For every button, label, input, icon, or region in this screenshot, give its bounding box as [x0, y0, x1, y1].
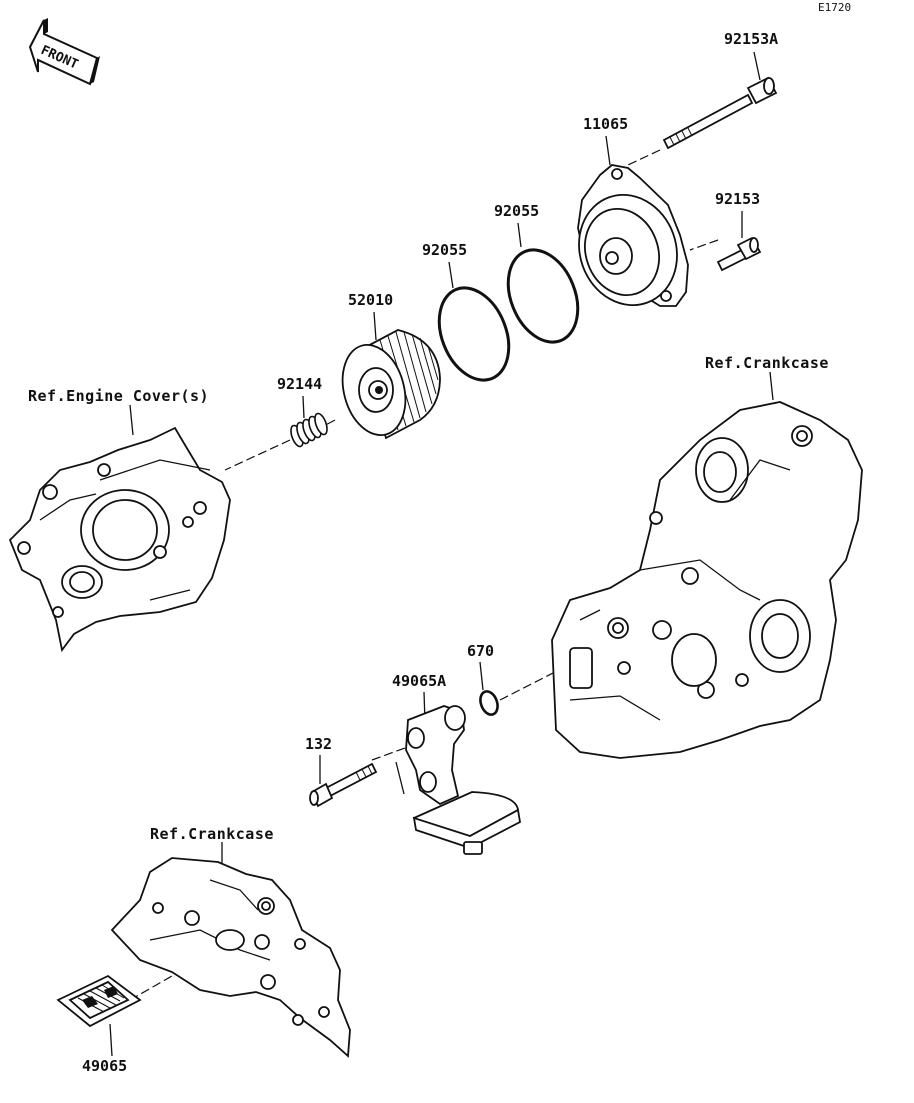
oring-92055-left[interactable]: [426, 278, 521, 391]
part-label-49065[interactable]: 49065: [82, 1057, 127, 1075]
front-arrow-icon: FRONT: [28, 18, 100, 86]
oil-screen-49065a[interactable]: [395, 705, 521, 855]
oil-filter-52010[interactable]: [333, 329, 441, 442]
ref-engine-cover-label[interactable]: Ref.Engine Cover(s): [28, 387, 209, 405]
part-label-52010[interactable]: 52010: [348, 291, 393, 309]
part-label-92144[interactable]: 92144: [277, 375, 322, 393]
bolt-92153[interactable]: [716, 236, 762, 272]
ref-crankcase-lower-label[interactable]: Ref.Crankcase: [150, 825, 274, 843]
bolt-92153a[interactable]: [662, 76, 778, 150]
oring-92055-right[interactable]: [495, 240, 590, 353]
part-label-11065[interactable]: 11065: [583, 115, 628, 133]
part-label-92055-right[interactable]: 92055: [494, 202, 539, 220]
ref-engine-cover[interactable]: [8, 426, 231, 653]
part-label-92153a[interactable]: 92153A: [724, 30, 778, 48]
part-label-92153[interactable]: 92153: [715, 190, 760, 208]
ref-crankcase-right[interactable]: [551, 401, 863, 759]
bolt-132[interactable]: [309, 762, 378, 808]
part-label-49065a[interactable]: 49065A: [392, 672, 446, 690]
diagram-code: E1720: [818, 1, 851, 14]
spring-92144[interactable]: [289, 412, 330, 448]
part-label-92055-left[interactable]: 92055: [422, 241, 467, 259]
ref-crankcase-lower[interactable]: [110, 857, 351, 1058]
leader-lines: [109, 51, 774, 1057]
ref-crankcase-right-label[interactable]: Ref.Crankcase: [705, 354, 829, 372]
part-label-670[interactable]: 670: [467, 642, 494, 660]
part-label-132[interactable]: 132: [305, 735, 332, 753]
oring-670[interactable]: [477, 689, 500, 717]
oil-filter-cover-11065[interactable]: [564, 164, 693, 319]
oil-screen-49065[interactable]: [56, 974, 142, 1028]
